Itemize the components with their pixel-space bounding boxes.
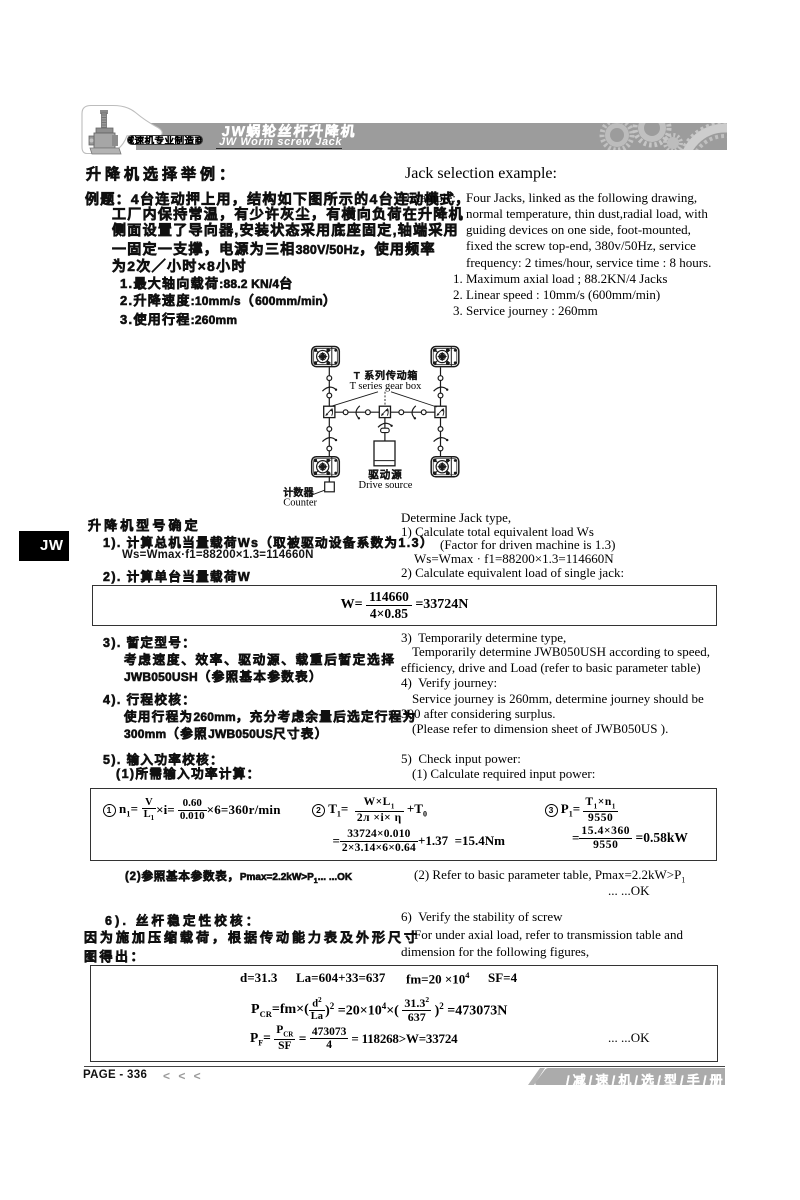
svg-text:Counter: Counter xyxy=(283,498,317,509)
svg-text:T 系列传动箱: T 系列传动箱 xyxy=(354,369,419,382)
svg-text:计数器: 计数器 xyxy=(283,486,314,499)
svg-text:T series gear box: T series gear box xyxy=(350,381,423,392)
svg-text:Drive source: Drive source xyxy=(359,480,413,491)
svg-text:驱动源: 驱动源 xyxy=(368,468,403,481)
